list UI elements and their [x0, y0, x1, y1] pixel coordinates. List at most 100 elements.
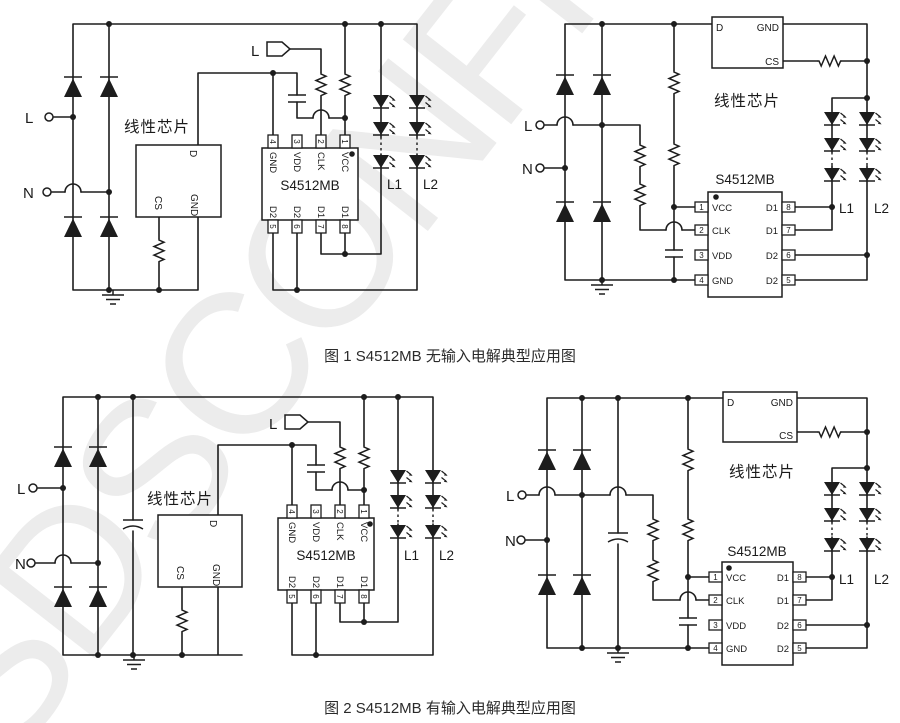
pin-label-d2: D2 — [291, 206, 302, 218]
junction-dot — [829, 574, 835, 580]
pin-label-vcc: VCC — [712, 203, 732, 214]
led — [858, 537, 883, 552]
pin-box — [792, 619, 807, 631]
net-flag — [266, 41, 291, 57]
junction-dot — [864, 58, 870, 64]
pin-label-d1: D1 — [777, 573, 789, 584]
linear-chip-box — [722, 391, 798, 443]
pin-box — [358, 504, 370, 519]
junction-dot — [864, 252, 870, 258]
chip-name-label: S4512MB — [280, 178, 339, 193]
chip-name-label: S4512MB — [296, 548, 355, 563]
led-string-label-l1: L1 — [839, 572, 854, 587]
pin-number: 5 — [786, 276, 791, 285]
linear-pin-gnd-label: GND — [757, 23, 779, 34]
pin-box — [708, 642, 723, 654]
pin-box — [781, 224, 796, 236]
vcc-resistor — [358, 444, 370, 471]
bridge-diode — [537, 449, 557, 471]
chip-name-label: S4512MB — [715, 172, 774, 187]
pin-box — [792, 594, 807, 606]
led — [389, 469, 414, 484]
pin-label-d1: D1 — [766, 226, 778, 237]
pin-box — [708, 619, 723, 631]
linear-pin-d-label: D — [727, 398, 734, 409]
figure2-caption: 图 2 S4512MB 有输入电解典型应用图 — [324, 700, 576, 717]
terminal-label-live: L — [17, 481, 25, 498]
pin-number: 8 — [797, 573, 802, 582]
bridge-diode — [537, 574, 557, 596]
junction-dot — [864, 622, 870, 628]
pin-label-d2: D2 — [286, 576, 297, 588]
junction-dot — [671, 277, 677, 283]
led-string-label-l2: L2 — [874, 201, 889, 216]
pin-label-d2: D2 — [777, 644, 789, 655]
junction-dot — [685, 645, 691, 651]
junction-dot — [579, 645, 585, 651]
junction-dot — [60, 485, 66, 491]
led — [408, 154, 433, 169]
junction-dot — [289, 442, 295, 448]
junction-dot — [95, 560, 101, 566]
junction-dot — [106, 189, 112, 195]
pin-label-clk: CLK — [712, 226, 731, 237]
pin-label-d2: D2 — [766, 251, 778, 262]
pin-label-d1: D1 — [777, 596, 789, 607]
pin-number: 2 — [699, 226, 704, 235]
pin-number: 3 — [292, 139, 301, 144]
pin-number: 8 — [340, 224, 349, 229]
pin-label-vdd: VDD — [726, 621, 746, 632]
pin-number: 5 — [797, 644, 802, 653]
junction-dot — [361, 619, 367, 625]
junction-dot — [156, 287, 162, 293]
terminal-label-neutral: N — [522, 161, 533, 178]
pin-label-d2: D2 — [777, 621, 789, 632]
junction-dot — [615, 395, 621, 401]
wires — [34, 396, 434, 656]
pin-box — [694, 274, 709, 286]
junction-dot — [829, 204, 835, 210]
led — [408, 121, 433, 136]
linear-pin-cs-label: CS — [779, 431, 793, 442]
resistor — [682, 516, 694, 543]
bridge-diode — [88, 586, 108, 608]
linear-pin-cs-label: CS — [152, 196, 163, 210]
junction-dot — [106, 21, 112, 27]
led — [372, 154, 397, 169]
pin-number: 4 — [713, 644, 718, 653]
neutral-terminal — [42, 187, 52, 197]
led — [823, 507, 848, 522]
terminal-label-live: L — [506, 488, 514, 505]
electrolytic-capacitor — [607, 532, 629, 543]
linear-chip-label: 线性芯片 — [147, 490, 213, 508]
main-chip-body — [721, 561, 794, 666]
pin-box — [694, 249, 709, 261]
junction-dot — [342, 251, 348, 257]
figure1-caption: 图 1 S4512MB 无输入电解典型应用图 — [324, 348, 576, 365]
pin-number: 5 — [287, 594, 296, 599]
pin-label-d1: D1 — [766, 203, 778, 214]
led-string-label-l1: L1 — [387, 177, 402, 192]
pin-label-vcc: VCC — [726, 573, 746, 584]
pin-box — [781, 201, 796, 213]
figure2-left-circuit: D CS GND 线性芯片 4 3 2 1 5 6 7 8 GND VDD CL… — [15, 394, 454, 670]
figure1-left-circuit: D CS GND 线性芯片 4 3 2 1 5 6 7 8 GND VDD CL… — [23, 21, 438, 305]
linear-pin-d-label: D — [187, 150, 198, 157]
junction-dot — [130, 394, 136, 400]
pin1-marker — [713, 194, 719, 200]
pin-box — [358, 589, 370, 604]
pin-box — [339, 134, 351, 149]
bridge-diode — [53, 446, 73, 468]
pin-box — [291, 219, 303, 234]
junction-dot — [313, 652, 319, 658]
junction-dot — [270, 70, 276, 76]
bridge-diode — [63, 216, 83, 238]
junction-dot — [864, 429, 870, 435]
terminal-label-live: L — [524, 118, 532, 135]
junction-dot — [599, 21, 605, 27]
clk-resistor — [334, 444, 346, 471]
resistor — [647, 557, 659, 584]
pin-label-d2: D2 — [267, 206, 278, 218]
linear-chip-label: 线性芯片 — [124, 118, 190, 136]
